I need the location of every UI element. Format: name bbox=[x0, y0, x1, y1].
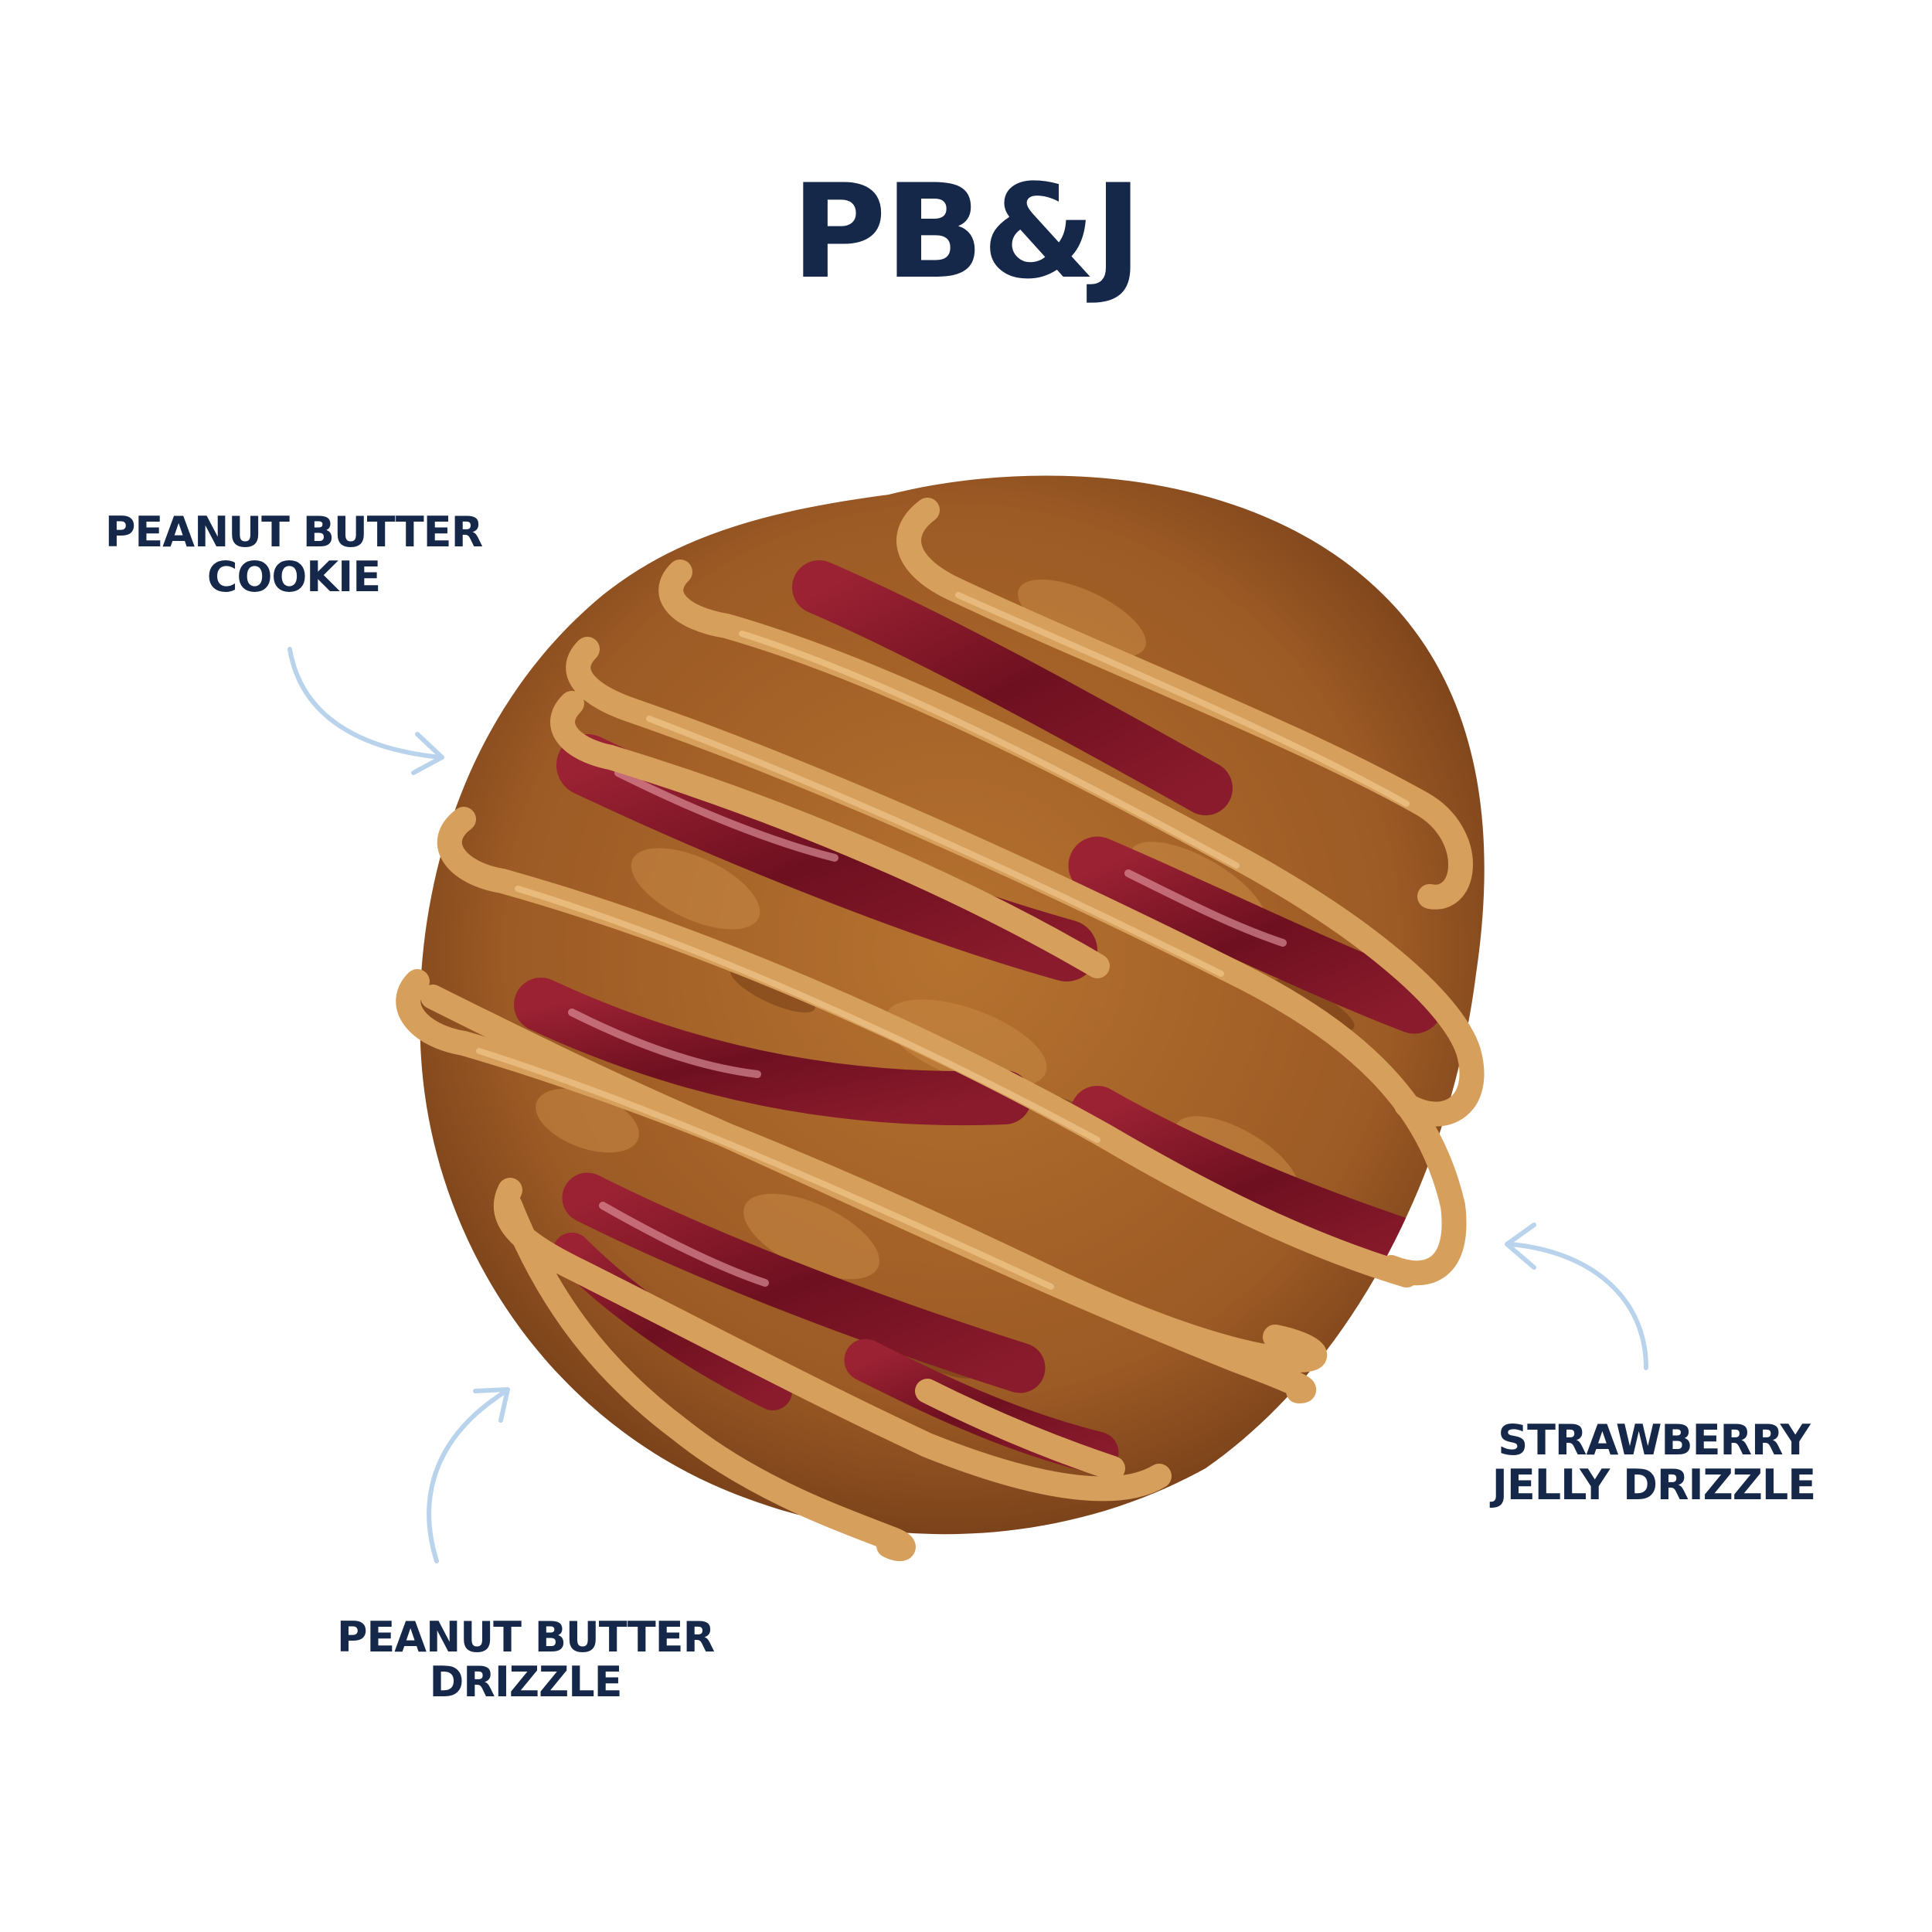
label-peanut-butter-drizzle: PEANUT BUTTER DRIZZLE bbox=[325, 1615, 726, 1705]
label-line: COOKIE bbox=[206, 553, 381, 601]
arrow-jelly-icon bbox=[1505, 1223, 1648, 1370]
peanut-butter-drizzle bbox=[396, 498, 1485, 1562]
label-line: PEANUT BUTTER bbox=[104, 508, 483, 556]
label-line: JELLY DRIZZLE bbox=[1492, 1461, 1816, 1509]
product-title: PB&J bbox=[791, 156, 1142, 308]
label-strawberry-jelly-drizzle: STRAWBERRY JELLY DRIZZLE bbox=[1453, 1418, 1855, 1508]
label-line: STRAWBERRY bbox=[1498, 1416, 1811, 1464]
label-line: DRIZZLE bbox=[429, 1658, 622, 1706]
arrow-pb-drizzle-icon bbox=[427, 1387, 510, 1563]
label-peanut-butter-cookie: PEANUT BUTTER COOKIE bbox=[93, 510, 495, 600]
label-line: PEANUT BUTTER bbox=[336, 1613, 715, 1662]
arrow-cookie-icon bbox=[287, 647, 444, 775]
